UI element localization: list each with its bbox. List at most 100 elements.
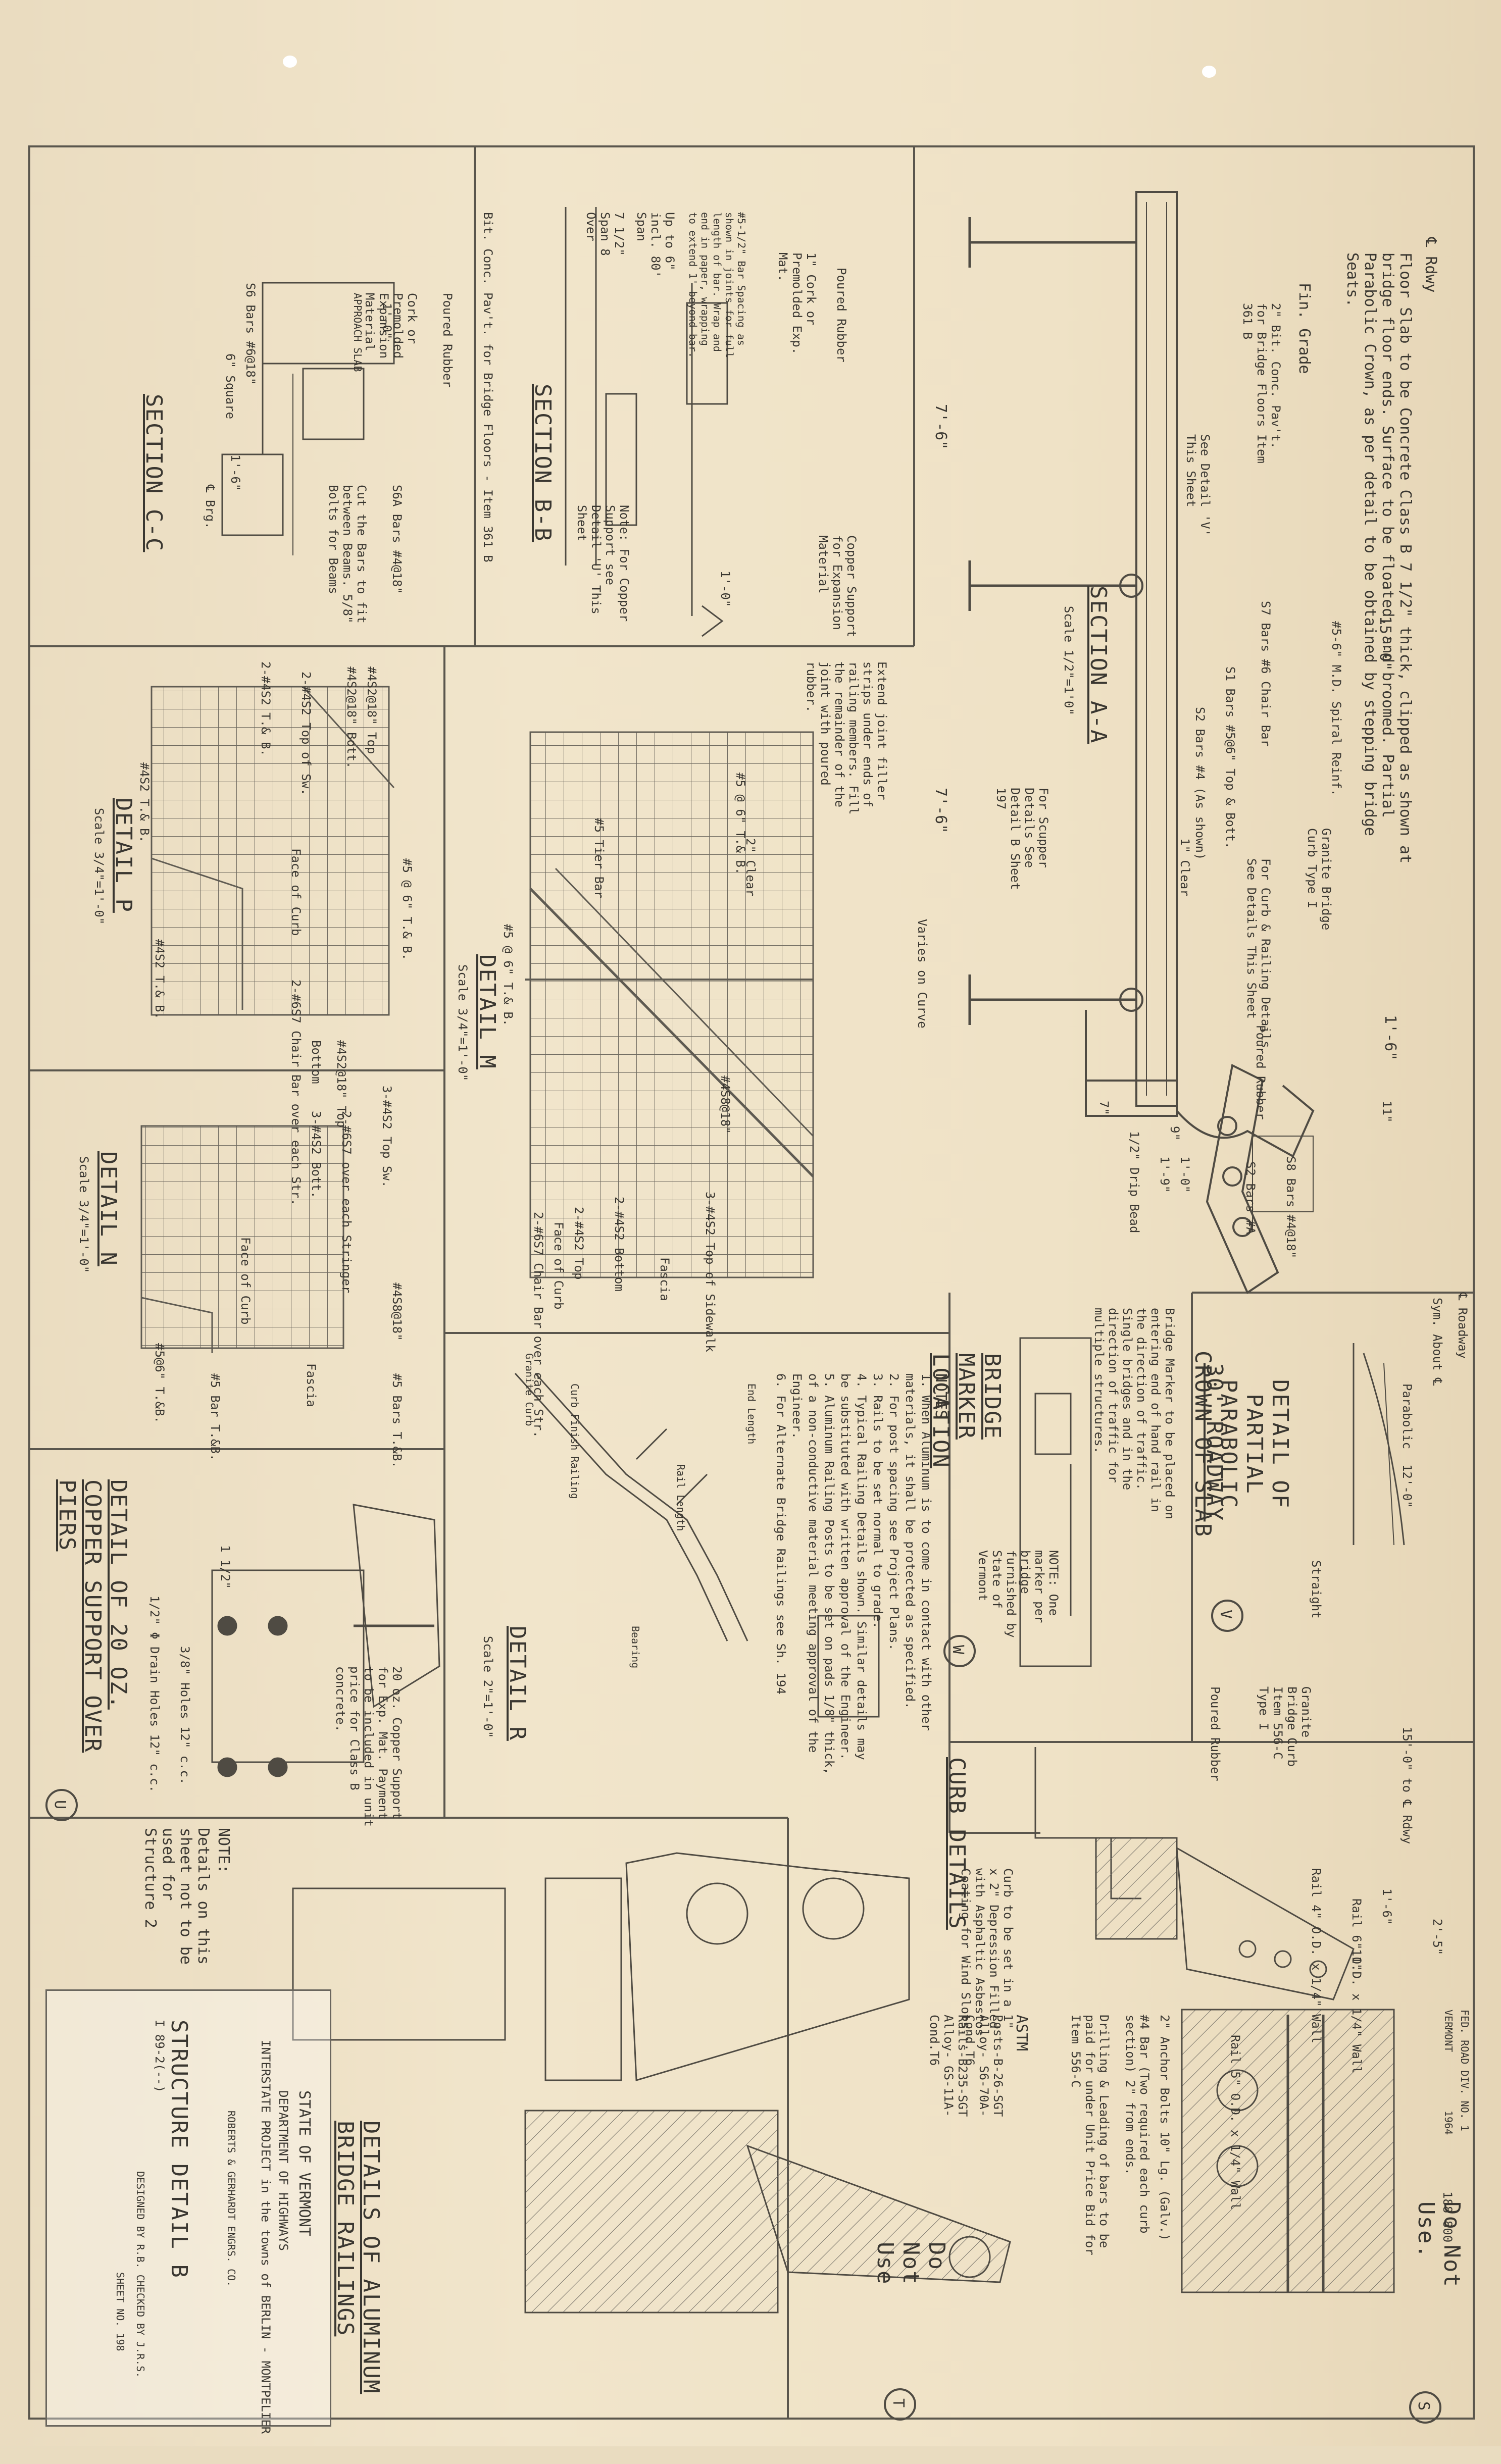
n-l7: Face of Curb xyxy=(238,1237,253,1325)
t-astm: ASTM xyxy=(1013,2015,1030,2051)
r-l1: Curb Finish Railing xyxy=(569,1383,581,1499)
section-aa-drawing xyxy=(968,191,1315,1294)
p-l7: 2-#6S7 Chair Bar over each Str. xyxy=(289,980,303,1206)
detail-t-note-label: NOTE: xyxy=(215,1828,232,1874)
bridge-marker-title: BRIDGE MARKER LOCATION xyxy=(928,1353,1005,1535)
note-3: 3. Rails to be set normal to grade. xyxy=(871,1373,885,1629)
badge-u-circle xyxy=(45,1789,78,1821)
n-l6: #4S8@18" xyxy=(390,1282,404,1341)
dim-1-9: 1'-9" xyxy=(1158,1156,1172,1193)
detail-n-grid xyxy=(140,1125,344,1353)
detail-n-scale: Scale 3/4"=1'-0" xyxy=(77,1156,91,1273)
detail-t-note: Details on this sheet not to be used for… xyxy=(141,1828,212,1989)
m-l10: Face of Curb xyxy=(552,1222,566,1310)
fed-state: VERMONT xyxy=(1442,2010,1455,2052)
dim-right: 1'-6" xyxy=(1381,1015,1399,1061)
detail-s-badge: S xyxy=(1415,2401,1432,2411)
p-l5: #4S2@18" Top xyxy=(365,666,379,754)
detail-t-title-text: DETAILS OF ALUMINUM BRIDGE RAILINGS xyxy=(332,2121,384,2394)
bb-bar-note-text: #5-1/2" Bar Spacing as shown in joints f… xyxy=(687,212,747,358)
dim-left-2: 7'-6" xyxy=(932,788,949,834)
cc-s6: S6 Bars #6@18" xyxy=(243,283,258,385)
detail-v-subtitle: 30' ROADWAY xyxy=(1202,1363,1227,1522)
granite-curb-text: Granite Bridge Curb Type I xyxy=(1305,828,1333,931)
s8-bars: S8 Bars #4@18" xyxy=(1284,1156,1298,1259)
v-straight: Straight xyxy=(1309,1560,1323,1619)
clear-label: 1" Clear xyxy=(1178,838,1192,897)
m-l5: 2-#4S2 Bottom xyxy=(612,1197,626,1292)
cc-square: 6" Square xyxy=(223,353,237,420)
sheet-border xyxy=(28,145,1475,2420)
drip-bead: 1/2" Drip Bead xyxy=(1127,1131,1141,1234)
note-6: 6. For Alternate Bridge Railings see Sh.… xyxy=(774,1373,788,1695)
detail-s-drawing xyxy=(1181,2009,1395,2293)
p-l1: 2-#4S2 T.& B. xyxy=(259,661,273,756)
detail-t-do-not-use-text: Do Not Use xyxy=(872,2242,949,2285)
r-l4: End Length xyxy=(745,1383,758,1445)
note-2: 2. For post spacing see Project Plans. xyxy=(887,1373,901,1651)
detail-t-note-text: Details on this sheet not to be used for… xyxy=(141,1828,212,1965)
u-l1: 1/2" Φ Drain Holes 12" c.c. xyxy=(147,1596,162,1793)
curb-l7: 2'-5" xyxy=(1430,1919,1444,1956)
u-l3: 1 1/2" xyxy=(218,1545,232,1589)
r-l5: Rail Length xyxy=(675,1464,687,1531)
dim-9: 9" xyxy=(1168,1126,1182,1141)
u-l2-text: 20 oz. Copper Support for Exp. Mat. Paym… xyxy=(333,1666,404,1827)
m-l3: #4S8@18" xyxy=(718,1075,732,1134)
v-note-text: Bridge Marker to be placed on entering e… xyxy=(1092,1308,1177,1520)
n-l1: 3-#4S2 Top Sw. xyxy=(380,1086,394,1188)
curb-l4: 15'-0" to ℄ Rdwy xyxy=(1400,1727,1414,1844)
curb-l3: Granite Bridge Curb Item 556-C Type I xyxy=(1257,1686,1313,1787)
detail-p-grid xyxy=(151,686,395,1016)
s-l2-text: #4 Bar (Two required each curb section) … xyxy=(1123,2015,1152,2234)
s-l2: #4 Bar (Two required each curb section) … xyxy=(1123,2015,1152,2247)
bridge-marker-badge: W xyxy=(949,1645,967,1655)
bb-bit-conc: Bit. Conc. Pav't. for Bridge Floors - It… xyxy=(481,212,495,562)
detail-t-do-not-use: Do Not Use xyxy=(872,2242,949,2323)
cc-poured-rubber: Poured Rubber xyxy=(440,293,455,388)
section-bb-drawing xyxy=(565,207,728,637)
punch-hole-right xyxy=(1202,66,1216,78)
notes-list: 1. When Aluminum is to come in contact w… xyxy=(773,1373,934,1777)
section-bb-title: SECTION B-B xyxy=(530,384,556,542)
detail-r-drawing xyxy=(514,1372,880,1718)
detail-u-title: DETAIL OF 20 OZ. COPPER SUPPORT OVER PIE… xyxy=(54,1479,131,1792)
granite-curb: Granite Bridge Curb Type I xyxy=(1305,828,1333,939)
bb-note: Note: For Copper Support see Detail 'U' … xyxy=(575,505,631,636)
bridge-marker-drawing xyxy=(1019,1337,1092,1667)
cc-s6a: S6A Bars #4@18" xyxy=(390,485,404,594)
cc-bars-note-text: Cut the Bars to fit between Beams. 5/8" … xyxy=(326,485,369,624)
title-block xyxy=(45,1989,331,2427)
s-l4: Rail 5" O.D. x 1/4" Wall xyxy=(1228,2035,1242,2210)
n-l9: #5@6" T.&B. xyxy=(153,1343,167,1423)
detail-u-title-text: DETAIL OF 20 OZ. COPPER SUPPORT OVER PIE… xyxy=(54,1479,131,1753)
p-l4: #4S2@18" Bott. xyxy=(344,666,359,769)
note-4: 4. Typical Railing Details shown. Simila… xyxy=(838,1373,869,1760)
m-l2: #5 @ 6" T.& B. xyxy=(733,773,747,875)
section-aa-title: SECTION A-A xyxy=(1085,586,1111,744)
bb-bar-note: #5-1/2" Bar Spacing as shown in joints f… xyxy=(687,212,747,364)
bridge-marker-title-text: BRIDGE MARKER LOCATION xyxy=(928,1353,1005,1468)
n-l2: 2-#6S7 over each Stringer xyxy=(339,1111,354,1294)
cc-dim2: 1'-6" xyxy=(228,454,242,491)
varies-label: Varies on Curve xyxy=(915,919,929,1029)
detail-m-title: DETAIL M xyxy=(474,954,500,1069)
punch-hole-left xyxy=(283,56,297,68)
tb-state: STATE OF VERMONT xyxy=(295,2090,313,2236)
cc-approach: APPROACH SLAB xyxy=(352,293,364,372)
m-l9: #5 Tier Bar xyxy=(592,818,606,898)
bb-cork: 1" Cork or Premolded Exp. Mat. xyxy=(776,252,818,384)
curb-l1: Curb to be set in a 1" x 2" Depression F… xyxy=(959,1868,1015,2040)
n-l10: Fascia xyxy=(304,1363,318,1407)
detail-u-drawing xyxy=(211,1504,440,1777)
detail-r-title: DETAIL R xyxy=(505,1626,530,1741)
m-note: Extend joint filler strips under ends of… xyxy=(804,661,889,823)
cc-brg: ℄ Brg. xyxy=(203,485,217,529)
m-l11: Fascia xyxy=(658,1257,672,1301)
section-aa-note: Floor Slab to be Concrete Class B 7 1/2"… xyxy=(1343,252,1414,879)
roadway-label: ℄ Rdwy xyxy=(1422,237,1439,293)
tb-dept: DEPARTMENT OF HIGHWAYS xyxy=(276,2090,290,2251)
p-l3: 2-#4S2 Top of Sw. xyxy=(299,672,313,796)
